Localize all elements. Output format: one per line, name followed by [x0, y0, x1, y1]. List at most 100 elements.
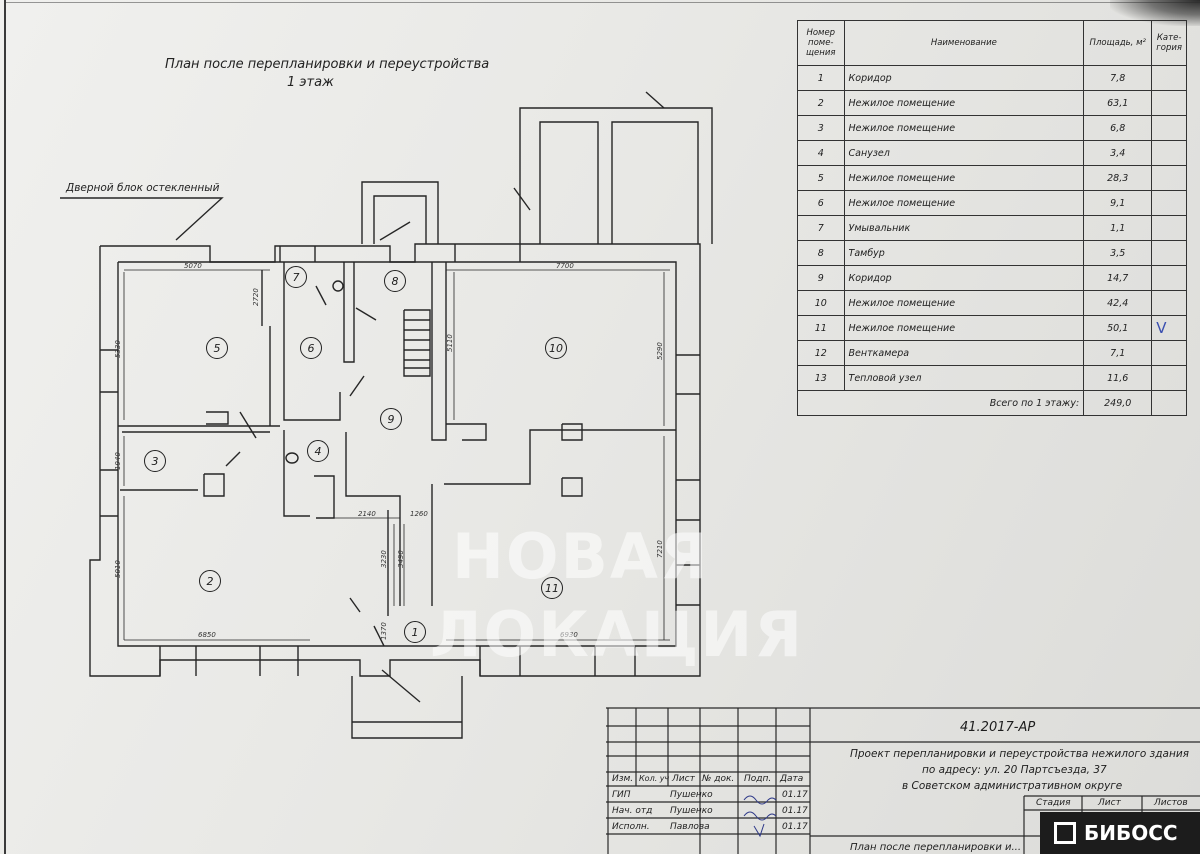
header-area: Площадь, м²	[1083, 20, 1153, 66]
date-ispoln: 01.17	[782, 822, 808, 832]
dim-label: 2140	[358, 510, 376, 518]
dim-label: 5110	[446, 334, 454, 352]
role-nach: Нач. отд	[612, 806, 653, 816]
dim-label: 6850	[198, 631, 216, 639]
dim-label: 1260	[410, 510, 428, 518]
dim-label: 5330	[114, 340, 122, 358]
room-category-cell	[1151, 340, 1187, 366]
room-number-2: 2	[199, 570, 221, 592]
room-area-cell: 6,8	[1083, 115, 1153, 141]
room-area-cell: 7,8	[1083, 65, 1153, 91]
dim-label: 6930	[560, 631, 578, 639]
dim-label: 3490	[397, 550, 405, 568]
room-number-10: 10	[545, 337, 567, 359]
col-ndok: № док.	[702, 774, 735, 784]
stage-label: Стадия	[1036, 798, 1071, 808]
room-num-cell: 12	[797, 340, 845, 366]
plan-floor-label: 1 этаж	[287, 75, 334, 90]
room-name-cell: Венткамера	[843, 340, 1085, 366]
room-num-cell: 10	[797, 290, 845, 316]
room-table-total: Всего по 1 этажу: 249,0	[797, 390, 1187, 416]
floor-plan	[60, 91, 713, 739]
room-number-3: 3	[144, 450, 166, 472]
bibos-logo: БИБОСС	[1040, 812, 1200, 854]
sheet-label: Лист	[1098, 798, 1121, 808]
col-izm: Изм.	[612, 774, 634, 784]
room-name-cell: Тепловой узел	[843, 365, 1085, 391]
room-number-7: 7	[285, 266, 307, 288]
room-name-cell: Нежилое помещение	[843, 165, 1085, 191]
room-area-cell: 14,7	[1083, 265, 1153, 291]
logo-text: БИБОСС	[1084, 821, 1178, 845]
project-title-line2: по адресу: ул. 20 Партсъезда, 37	[922, 764, 1107, 776]
name-gip: Пушенко	[670, 790, 713, 800]
total-value: 249,0	[1083, 390, 1153, 416]
room-table-header: Номер поме-щения Наименование Площадь, м…	[797, 20, 1187, 66]
dim-label: 1940	[114, 452, 122, 470]
room-name-cell: Нежилое помещение	[843, 190, 1085, 216]
room-category-cell: V	[1151, 315, 1187, 341]
room-num-cell: 4	[797, 140, 845, 166]
dim-label: 2720	[252, 288, 260, 306]
signature-marks	[743, 795, 777, 838]
room-name-cell: Тамбур	[843, 240, 1085, 266]
room-num-cell: 3	[797, 115, 845, 141]
room-num-cell: 9	[797, 265, 845, 291]
dim-label: 1370	[380, 622, 388, 640]
project-code: 41.2017-АР	[960, 720, 1036, 735]
room-number-9: 9	[380, 408, 402, 430]
room-name-cell: Нежилое помещение	[843, 90, 1085, 116]
col-podp: Подп.	[744, 774, 772, 784]
room-area-cell: 3,5	[1083, 240, 1153, 266]
room-area-cell: 50,1	[1083, 315, 1153, 341]
room-area-cell: 28,3	[1083, 165, 1153, 191]
room-name-cell: Нежилое помещение	[843, 315, 1085, 341]
title-block: 41.2017-АР Проект перепланировки и переу…	[606, 706, 1200, 854]
header-room-number: Номер поме-щения	[797, 20, 845, 66]
project-title-line1: Проект перепланировки и переустройства н…	[850, 748, 1189, 760]
room-category-cell	[1151, 215, 1187, 241]
dim-label: 5010	[114, 560, 122, 578]
room-name-cell: Коридор	[843, 265, 1085, 291]
room-category-cell	[1151, 90, 1187, 116]
frame-top-border	[4, 2, 1200, 3]
room-number-5: 5	[206, 337, 228, 359]
room-area-cell: 1,1	[1083, 215, 1153, 241]
room-category-cell	[1151, 265, 1187, 291]
dim-label: 3230	[380, 550, 388, 568]
room-number-4: 4	[307, 440, 329, 462]
room-num-cell: 7	[797, 215, 845, 241]
frame-left-border	[4, 0, 6, 854]
drawing-name: План после перепланировки и...	[850, 842, 1022, 853]
room-number-6: 6	[300, 337, 322, 359]
corner-shadow	[1110, 0, 1200, 26]
room-category-cell	[1151, 290, 1187, 316]
room-area-cell: 63,1	[1083, 90, 1153, 116]
watermark-line2: ЛОКАЦИЯ	[430, 598, 805, 671]
room-num-cell: 11	[797, 315, 845, 341]
role-gip: ГИП	[612, 790, 631, 800]
room-name-cell: Нежилое помещение	[843, 290, 1085, 316]
room-name-cell: Коридор	[843, 65, 1085, 91]
room-category-cell	[1151, 365, 1187, 391]
header-room-name: Наименование	[843, 20, 1085, 66]
room-area-cell: 11,6	[1083, 365, 1153, 391]
col-kol: Кол. уч	[639, 774, 670, 783]
room-num-cell: 6	[797, 190, 845, 216]
name-nach: Пушенко	[670, 806, 713, 816]
role-ispoln: Исполн.	[612, 822, 650, 832]
col-data: Дата	[780, 774, 804, 784]
date-gip: 01.17	[782, 790, 808, 800]
room-category-cell	[1151, 165, 1187, 191]
dim-label: 5290	[656, 342, 664, 360]
